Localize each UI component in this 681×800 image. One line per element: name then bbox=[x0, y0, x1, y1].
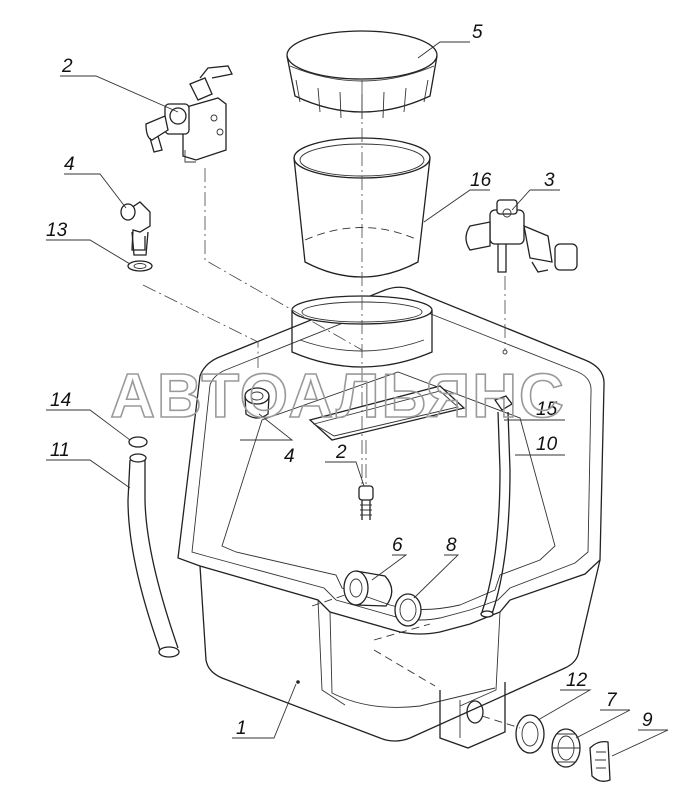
cap-9 bbox=[589, 740, 611, 782]
label-5: 5 bbox=[472, 22, 483, 43]
strainer-sleeve-6 bbox=[343, 570, 393, 607]
seal-ring-8 bbox=[394, 593, 422, 627]
hose-10 bbox=[480, 395, 513, 618]
label-8: 8 bbox=[446, 535, 457, 556]
drain-valve-right bbox=[465, 199, 578, 355]
label-12: 12 bbox=[566, 670, 588, 691]
nut-7 bbox=[551, 728, 581, 768]
gasket-12 bbox=[515, 714, 545, 754]
label-9: 9 bbox=[642, 710, 653, 731]
gasket-plate bbox=[308, 385, 466, 441]
valve-top-left bbox=[145, 65, 233, 163]
part-labels: 2 4 13 14 11 5 16 3 4 2 15 10 6 8 1 12 7… bbox=[46, 22, 653, 739]
label-11: 11 bbox=[50, 440, 70, 461]
hose-11 bbox=[127, 436, 180, 658]
label-7: 7 bbox=[606, 690, 618, 711]
tank-body bbox=[177, 286, 605, 749]
watermark-text: АВТОАЛЬЯНС bbox=[110, 362, 566, 431]
label-16: 16 bbox=[470, 170, 492, 191]
label-2-center: 2 bbox=[335, 442, 347, 463]
label-1: 1 bbox=[236, 718, 247, 739]
label-13: 13 bbox=[46, 220, 68, 241]
label-14: 14 bbox=[50, 390, 71, 411]
leader-lines bbox=[46, 41, 669, 757]
label-2-top: 2 bbox=[61, 56, 73, 77]
label-6: 6 bbox=[392, 535, 403, 556]
washer-13 bbox=[127, 260, 153, 272]
label-4-tank: 4 bbox=[284, 446, 295, 467]
elbow-fitting bbox=[120, 201, 151, 256]
label-10: 10 bbox=[536, 434, 558, 455]
spigot-center bbox=[358, 440, 374, 520]
tank-fitting bbox=[244, 387, 270, 419]
label-3: 3 bbox=[544, 170, 555, 191]
label-4-top: 4 bbox=[64, 154, 75, 175]
label-15: 15 bbox=[536, 399, 558, 420]
